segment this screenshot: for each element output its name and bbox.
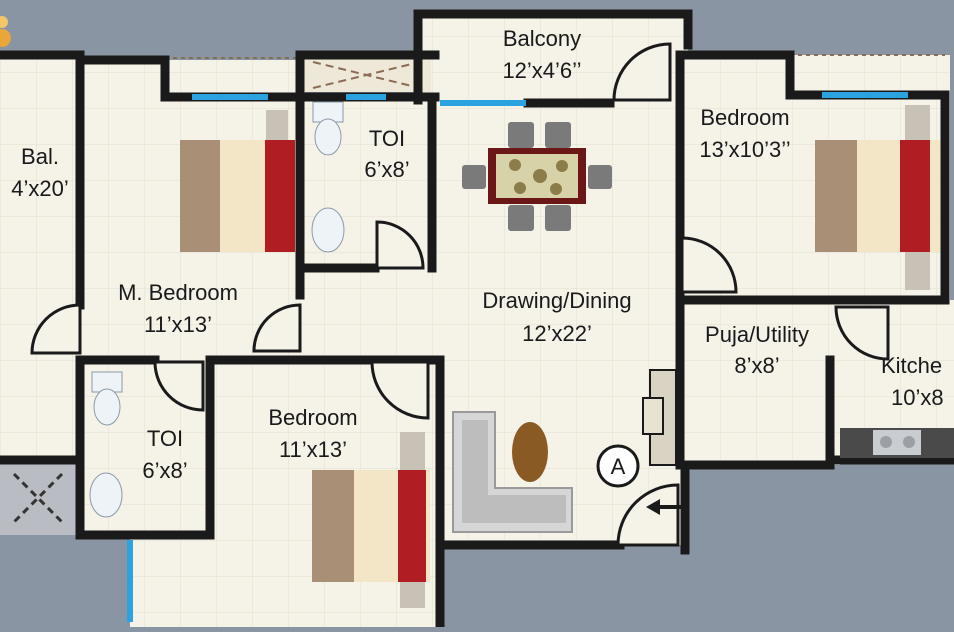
room-labels: Balcony 12’x4’6’’ Bedroom 13’x10’3’’ TOI… [11,26,943,483]
toilet-upper-name: TOI [369,126,405,151]
puja-shelf-icon [642,369,677,466]
drawing-dining-name: Drawing/Dining [482,288,631,313]
windows [127,92,908,622]
wc-lower-icon [89,371,123,518]
kitchen-size: 10’x8 [891,385,944,410]
bedroom-lower-name: Bedroom [268,405,357,430]
kitchen-counter-icon [840,428,954,458]
bedroom-right-name: Bedroom [700,105,789,130]
balcony-top-size: 12’x4’6’’ [502,58,581,83]
doors [30,42,890,547]
sofa-icon [452,411,573,533]
bed-right-icon [815,105,940,290]
master-bedroom-name: M. Bedroom [118,280,238,305]
duct-shaft-lower-left [0,460,80,535]
svg-text:A: A [611,454,626,479]
kitchen-name: Kitche [881,353,942,378]
puja-utility-size: 8’x8’ [734,353,779,378]
entrance-marker: A [596,444,640,488]
balcony-top-name: Balcony [503,26,581,51]
balcony-left-name: Bal. [21,144,59,169]
puja-utility-name: Puja/Utility [705,322,809,347]
dining-table-icon [462,122,612,231]
drawing-dining-size: 12’x22’ [522,321,592,346]
wc-upper-icon [311,101,345,253]
toilet-lower-size: 6’x8’ [142,458,187,483]
bed-lower-icon [312,432,430,608]
balcony-left-size: 4’x20’ [11,176,68,201]
entrance-arrow-icon [646,499,686,515]
bed-master-icon [180,110,295,252]
bedroom-right-size: 13’x10’3’’ [699,137,790,162]
toilet-lower-name: TOI [147,426,183,451]
lamp-icon [0,16,11,47]
walls [0,9,954,632]
duct-shaft-upper [303,58,431,92]
bedroom-lower-size: 11’x13’ [279,437,347,462]
toilet-upper-size: 6’x8’ [364,157,409,182]
master-bedroom-size: 11’x13’ [144,312,212,337]
